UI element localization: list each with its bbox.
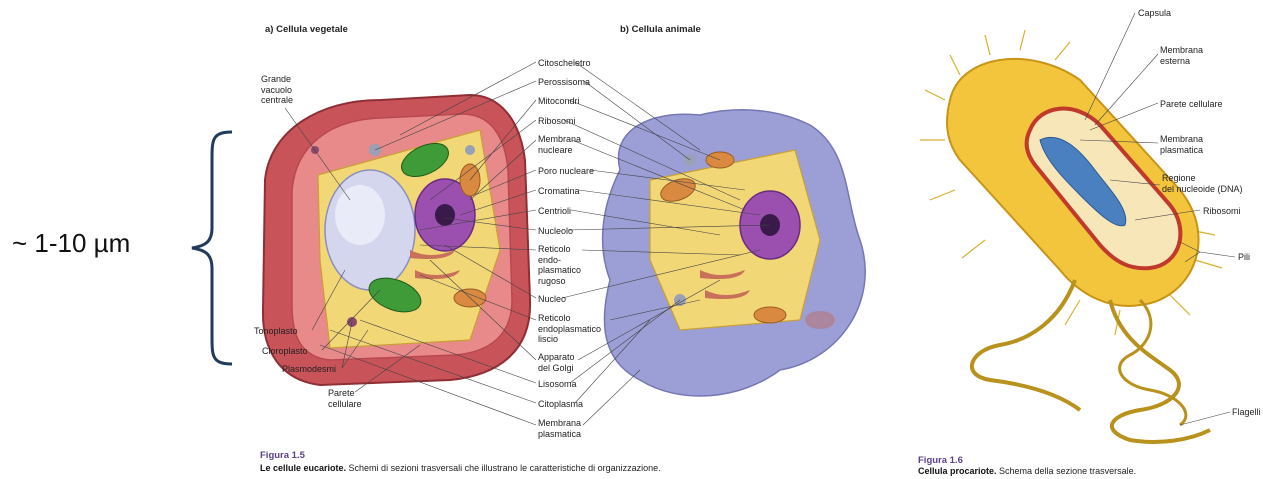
label-mitocondri: Mitocondri (538, 96, 580, 107)
label-golgi: Apparato del Golgi (538, 352, 575, 373)
figure-1-5-number: Figura 1.5 (260, 450, 305, 461)
scale-brace (192, 132, 232, 364)
label-parete-cellulare-proc: Parete cellulare (1160, 99, 1223, 110)
label-centrioli: Centrioli (538, 206, 571, 217)
animal-cell-illustration (603, 110, 866, 396)
label-membrana-plasmatica-proc: Membrana plasmatica (1160, 134, 1203, 155)
label-cromatina: Cromatina (538, 186, 580, 197)
label-reticolo-rugoso: Reticolo endo- plasmatico rugoso (538, 244, 581, 286)
label-vacuole: Grande vacuolo centrale (261, 74, 293, 106)
label-citoplasma: Citoplasma (538, 399, 583, 410)
label-capsula: Capsula (1138, 8, 1171, 19)
plant-cell-illustration (263, 95, 530, 385)
figure-1-5-caption: Le cellule eucariote. Schemi di sezioni … (260, 463, 661, 473)
label-membrana-plasmatica: Membrana plasmatica (538, 418, 581, 439)
label-nucleolo: Nucleolo (538, 226, 573, 237)
label-tonoplast: Tonoplasto (254, 326, 298, 337)
label-chloroplast: Cloroplasto (262, 346, 308, 357)
label-ribosomi-proc: Ribosomi (1203, 206, 1241, 217)
figure-1-5-caption-bold: Le cellule eucariote. (260, 463, 346, 473)
label-cell-wall: Parete cellulare (328, 388, 362, 409)
label-lisosoma: Lisosoma (538, 379, 577, 390)
label-perossisoma: Perossisoma (538, 77, 590, 88)
label-membrana-esterna: Membrana esterna (1160, 45, 1203, 66)
figure-1-6-caption-text: Schema della sezione trasversale. (997, 466, 1137, 476)
panel-a-title: a) Cellula vegetale (265, 24, 348, 35)
label-reticolo-liscio: Reticolo endoplasmatico liscio (538, 313, 601, 345)
panel-b-title: b) Cellula animale (620, 24, 701, 35)
prokaryote-illustration (920, 30, 1222, 442)
figure-1-6-caption: Cellula procariote. Schema della sezione… (918, 466, 1136, 476)
label-nucleo: Nucleo (538, 294, 566, 305)
figure-1-5-caption-text: Schemi di sezioni trasversali che illust… (346, 463, 661, 473)
label-pili: Pili (1238, 252, 1250, 263)
label-citoscheletro: Citoscheletro (538, 58, 591, 69)
figure-1-6-number: Figura 1.6 (918, 455, 963, 466)
label-membrana-nucleare: Membrana nucleare (538, 134, 581, 155)
label-plasmodesmata: Plasmodesmi (282, 364, 336, 375)
label-flagelli: Flagelli (1232, 407, 1261, 418)
label-nucleoide: Regione del nucleoide (DNA) (1162, 173, 1243, 194)
label-poro-nucleare: Poro nucleare (538, 166, 594, 177)
figure-1-6-caption-bold: Cellula procariote. (918, 466, 997, 476)
label-ribosomi: Ribosomi (538, 116, 576, 127)
